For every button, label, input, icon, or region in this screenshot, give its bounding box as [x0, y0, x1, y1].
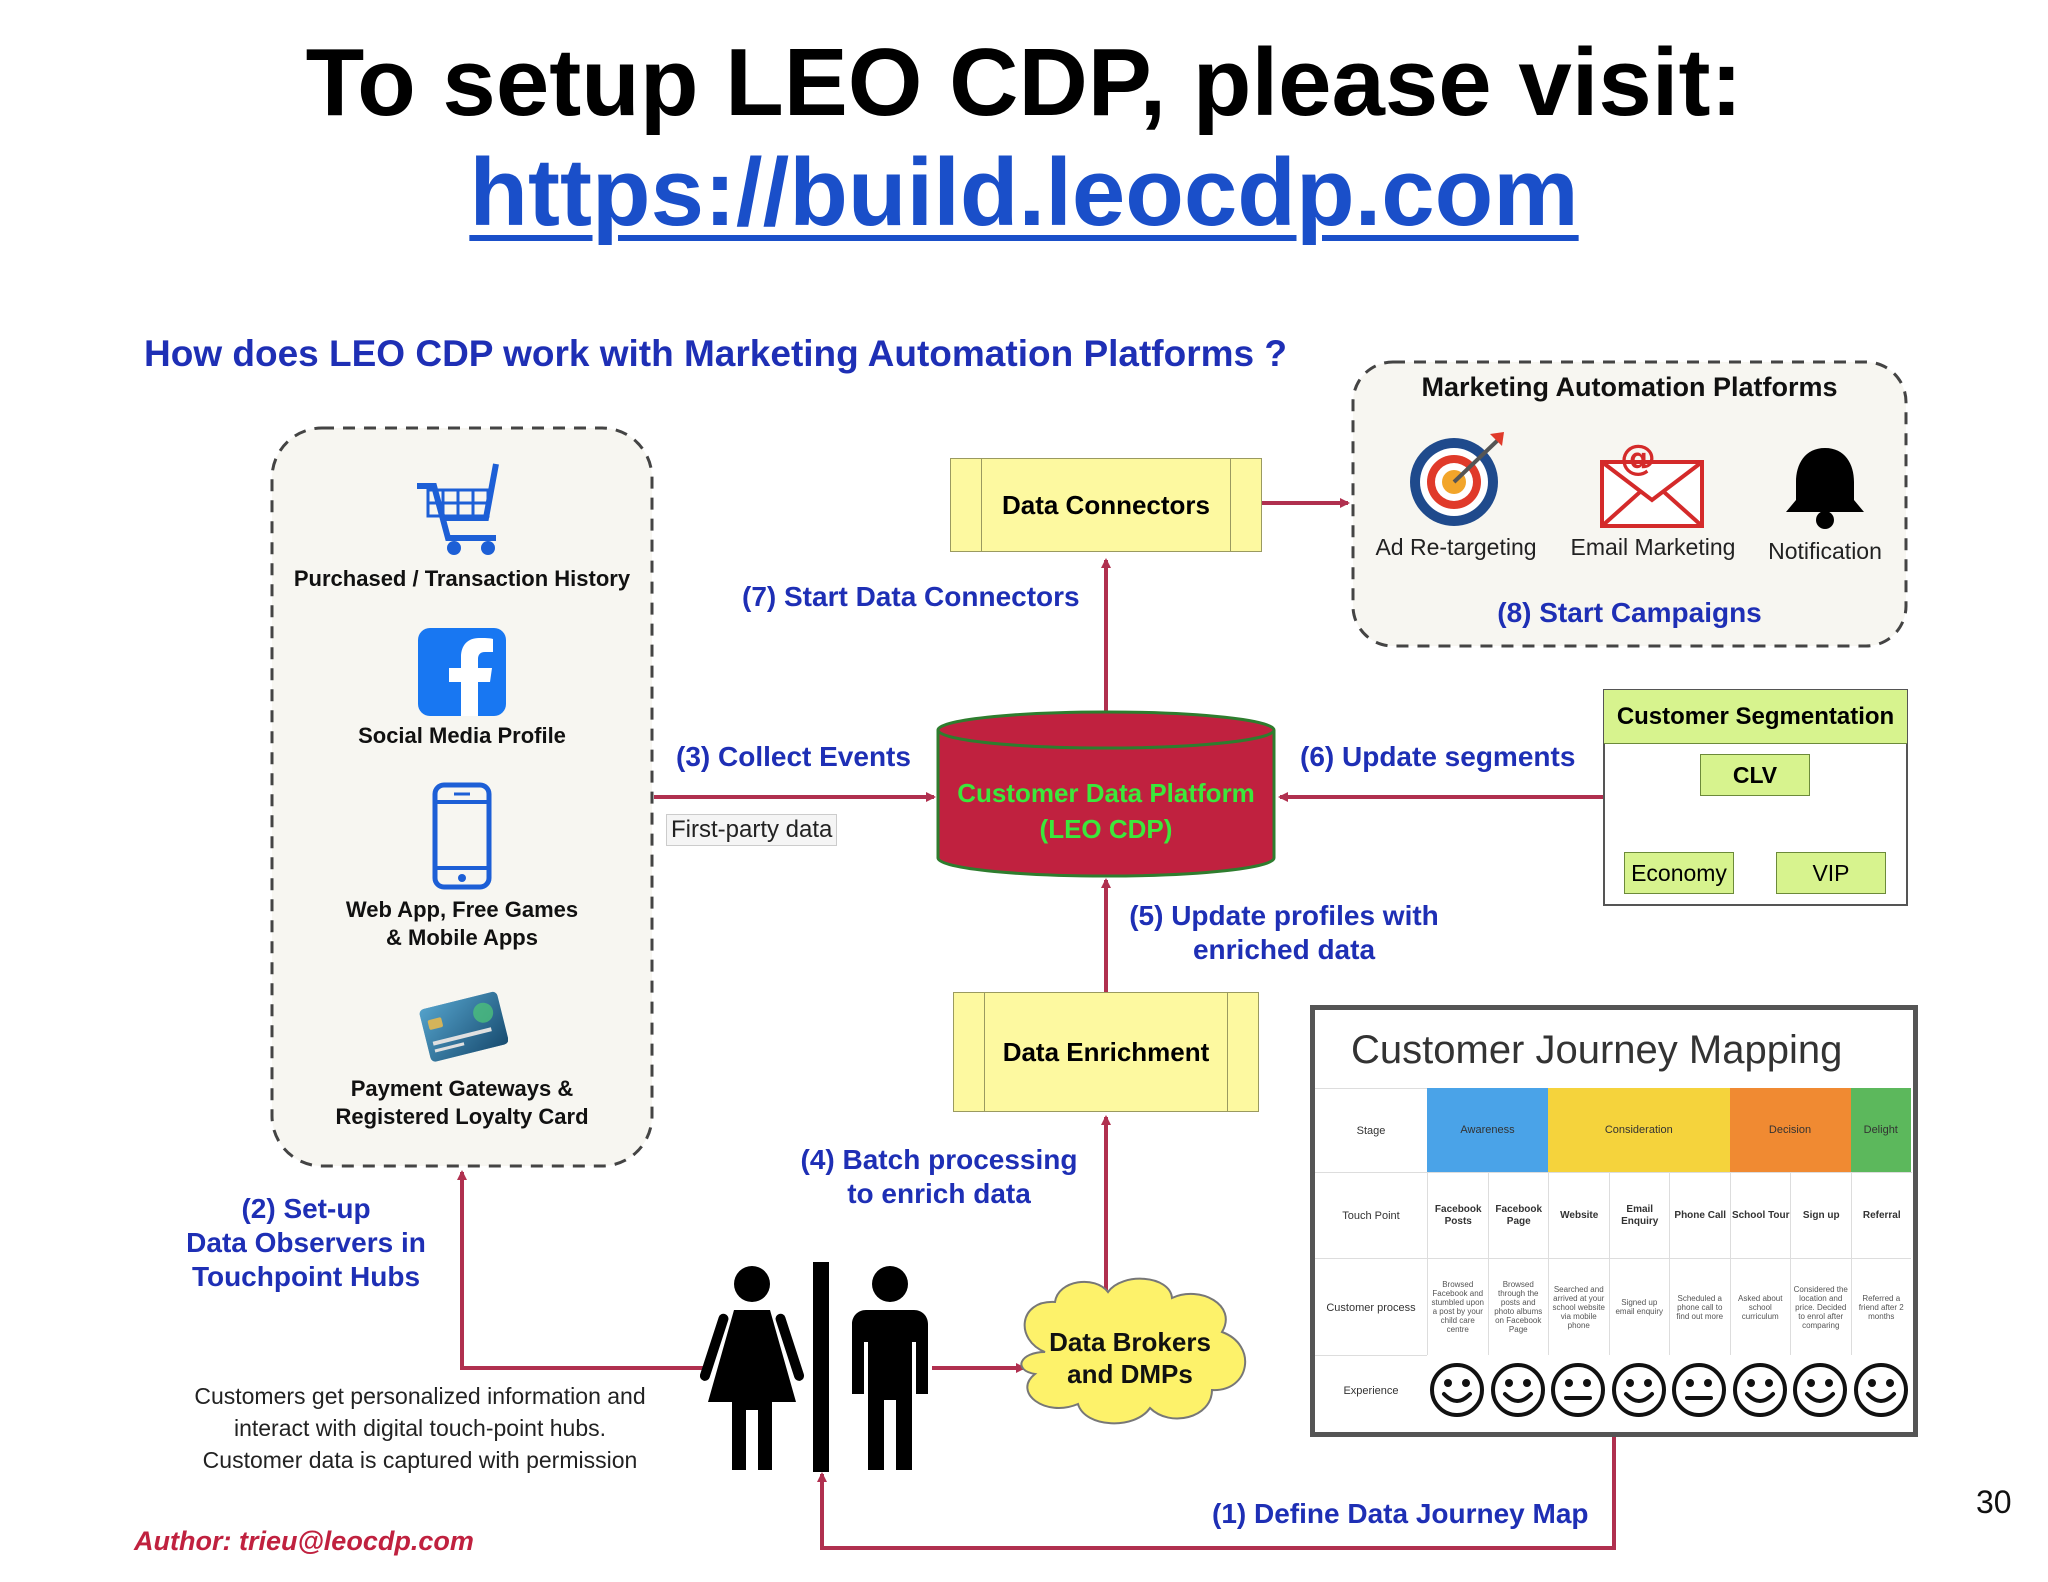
journey-stage: Decision [1729, 1088, 1851, 1172]
journey-touchpoint: Sign up [1790, 1172, 1852, 1259]
bell-icon [1786, 448, 1864, 529]
journey-touchpoint: Facebook Posts [1427, 1172, 1489, 1259]
journey-touchpoint: Website [1548, 1172, 1610, 1259]
cdp-label-1: Customer Data Platform [957, 778, 1255, 808]
clv-node: CLV [1700, 754, 1810, 796]
step1-label: (1) Define Data Journey Map [1212, 1498, 1589, 1529]
economy-node: Economy [1624, 852, 1734, 894]
journey-process: Signed up email enquiry [1608, 1258, 1669, 1355]
journey-touchpoint: Referral [1850, 1172, 1912, 1259]
journey-stage: Consideration [1548, 1088, 1730, 1172]
journey-touchpoint: School Tour [1729, 1172, 1791, 1259]
neutral-face-icon [1551, 1363, 1605, 1417]
step8-label: (8) Start Campaigns [1497, 597, 1762, 628]
journey-row-label: Stage [1315, 1088, 1427, 1173]
journey-process: Considered the location and price. Decid… [1790, 1258, 1851, 1355]
journey-touchpoint: Phone Call [1669, 1172, 1731, 1259]
journey-process: Referred a friend after 2 months [1850, 1258, 1911, 1355]
smiley-face-icon [1430, 1363, 1484, 1417]
first-party-label: First-party data [666, 814, 838, 846]
svg-text:@: @ [1620, 438, 1656, 479]
data-enrichment-box: Data Enrichment [953, 992, 1259, 1112]
page-title: To setup LEO CDP, please visit: [305, 29, 1743, 136]
customers-text-2: interact with digital touch-point hubs. [233, 1415, 607, 1441]
cdp-database-icon [936, 710, 1276, 878]
step2-label-1: (2) Set-up [241, 1193, 371, 1224]
page-number: 30 [1976, 1484, 2012, 1520]
shopping-cart-icon [417, 463, 499, 555]
map-title: Marketing Automation Platforms [1421, 372, 1838, 402]
journey-process: Browsed Facebook and stumbled upon a pos… [1427, 1258, 1488, 1355]
payment-label-2: Registered Loyalty Card [335, 1104, 589, 1129]
cloud-icon [1020, 1277, 1247, 1425]
step3-label: (3) Collect Events [676, 741, 911, 772]
payment-label-1: Payment Gateways & [350, 1076, 574, 1101]
step4-label-2: to enrich data [847, 1178, 1031, 1209]
journey-process: Asked about school curriculum [1729, 1258, 1790, 1355]
cdp-label-2: (LEO CDP) [1039, 814, 1173, 844]
journey-stage: Awareness [1427, 1088, 1548, 1172]
journey-touchpoint: Facebook Page [1487, 1172, 1549, 1259]
journey-process: Browsed through the posts and photo albu… [1487, 1258, 1548, 1355]
credit-card-icon [419, 991, 508, 1062]
journey-row-label: Touch Point [1315, 1172, 1427, 1259]
step2-label-2: Data Observers in [186, 1227, 426, 1258]
journey-row-label: Customer process [1315, 1258, 1427, 1356]
neutral-face-icon [1672, 1363, 1726, 1417]
notification-label: Notification [1768, 538, 1882, 564]
journey-row-label: Experience [1315, 1355, 1427, 1426]
step4-label-1: (4) Batch processing [800, 1144, 1078, 1175]
smiley-face-icon [1793, 1363, 1847, 1417]
customers-text-1: Customers get personalized information a… [194, 1383, 646, 1409]
mobile-phone-icon [432, 782, 492, 890]
data-brokers-label-1: Data Brokers [1049, 1327, 1211, 1357]
step5-label-1: (5) Update profiles with [1129, 900, 1439, 931]
journey-stage: Delight [1850, 1088, 1911, 1172]
setup-link[interactable]: https://build.leocdp.com [469, 139, 1579, 246]
data-connectors-box: Data Connectors [950, 458, 1262, 552]
touchpoint-hubs-box [270, 426, 654, 1168]
social-media-label: Social Media Profile [358, 723, 566, 748]
email-marketing-label: Email Marketing [1570, 534, 1736, 560]
diagram-heading: How does LEO CDP work with Marketing Aut… [144, 333, 1287, 374]
target-icon [1410, 432, 1504, 526]
customers-icon [700, 1262, 928, 1472]
email-icon: @ [1600, 438, 1704, 528]
vip-node: VIP [1776, 852, 1886, 894]
smiley-face-icon [1732, 1363, 1787, 1417]
journey-map-title: Customer Journey Mapping [1351, 1028, 1843, 1072]
customers-text-3: Customer data is captured with permissio… [202, 1447, 638, 1473]
step7-label: (7) Start Data Connectors [742, 581, 1080, 612]
step6-label: (6) Update segments [1300, 741, 1576, 772]
facebook-icon [418, 628, 506, 716]
step5-label-2: enriched data [1192, 934, 1376, 965]
smiley-face-icon [1490, 1363, 1545, 1417]
journey-touchpoint: Email Enquiry [1608, 1172, 1670, 1259]
step2-label-3: Touchpoint Hubs [191, 1261, 421, 1292]
author-label: Author: trieu@leocdp.com [134, 1526, 474, 1556]
journey-process: Searched and arrived at your school webs… [1548, 1258, 1609, 1355]
webapp-label-1: Web App, Free Games [345, 897, 579, 922]
ad-retargeting-label: Ad Re-targeting [1375, 534, 1537, 560]
journey-process: Scheduled a phone call to find out more [1669, 1258, 1730, 1355]
purchase-history-label: Purchased / Transaction History [293, 566, 631, 591]
smiley-face-icon [1611, 1363, 1666, 1417]
webapp-label-2: & Mobile Apps [386, 925, 538, 950]
data-brokers-label-2: and DMPs [1067, 1359, 1193, 1389]
segmentation-title: Customer Segmentation [1604, 690, 1907, 744]
smiley-face-icon [1853, 1363, 1908, 1417]
